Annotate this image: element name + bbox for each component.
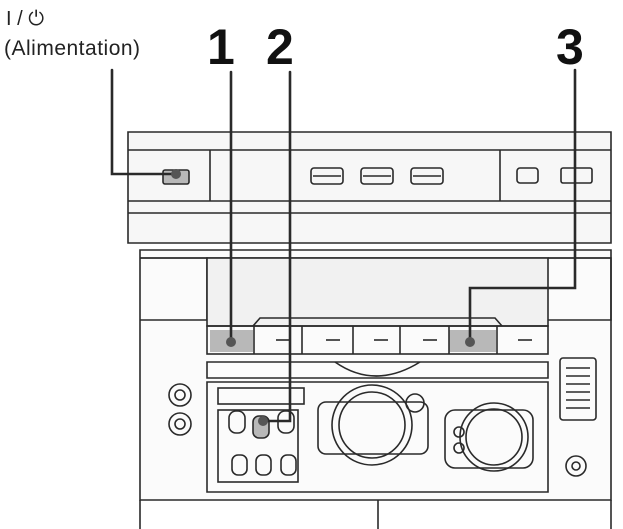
leader-power xyxy=(110,68,178,176)
top-button-small xyxy=(516,167,539,184)
key-button-1 xyxy=(228,410,246,434)
right-knob-housing xyxy=(444,409,534,469)
volume-knob-inner xyxy=(338,391,406,459)
key-buttons-box xyxy=(217,409,299,483)
top-button-right xyxy=(560,167,593,184)
key-button-6 xyxy=(280,454,297,476)
top-unit-body xyxy=(127,131,612,244)
leader-dot-1 xyxy=(226,337,236,347)
jack-upper xyxy=(168,383,192,407)
right-side-panel xyxy=(548,257,612,321)
leader-2 xyxy=(261,70,292,423)
power-caption: (Alimentation) xyxy=(4,37,141,60)
small-controls-box xyxy=(217,387,305,405)
key-button-4 xyxy=(231,454,248,476)
power-label: I / ⏻ xyxy=(6,8,45,30)
selector-arc xyxy=(334,361,421,377)
leader-dot-2 xyxy=(258,416,268,426)
top-button-3 xyxy=(410,167,444,185)
top-button-1 xyxy=(310,167,344,185)
right-grille xyxy=(559,357,597,421)
display-window xyxy=(206,257,549,327)
callout-1: 1 xyxy=(207,19,235,75)
leader-dot-power xyxy=(171,169,181,179)
leader-dot-3 xyxy=(465,337,475,347)
top-button-2 xyxy=(360,167,394,185)
key-button-5 xyxy=(255,454,272,476)
right-knob-inner xyxy=(465,408,523,466)
selector-strip xyxy=(206,361,549,379)
volume-knob-outer xyxy=(331,384,413,466)
function-strip xyxy=(206,325,549,355)
control-panel xyxy=(206,381,549,493)
callout-3: 3 xyxy=(556,19,584,75)
right-jack xyxy=(565,455,587,477)
leader-3 xyxy=(468,68,577,344)
knob-housing xyxy=(317,401,429,455)
callout-2: 2 xyxy=(266,19,294,75)
jack-lower xyxy=(168,412,192,436)
